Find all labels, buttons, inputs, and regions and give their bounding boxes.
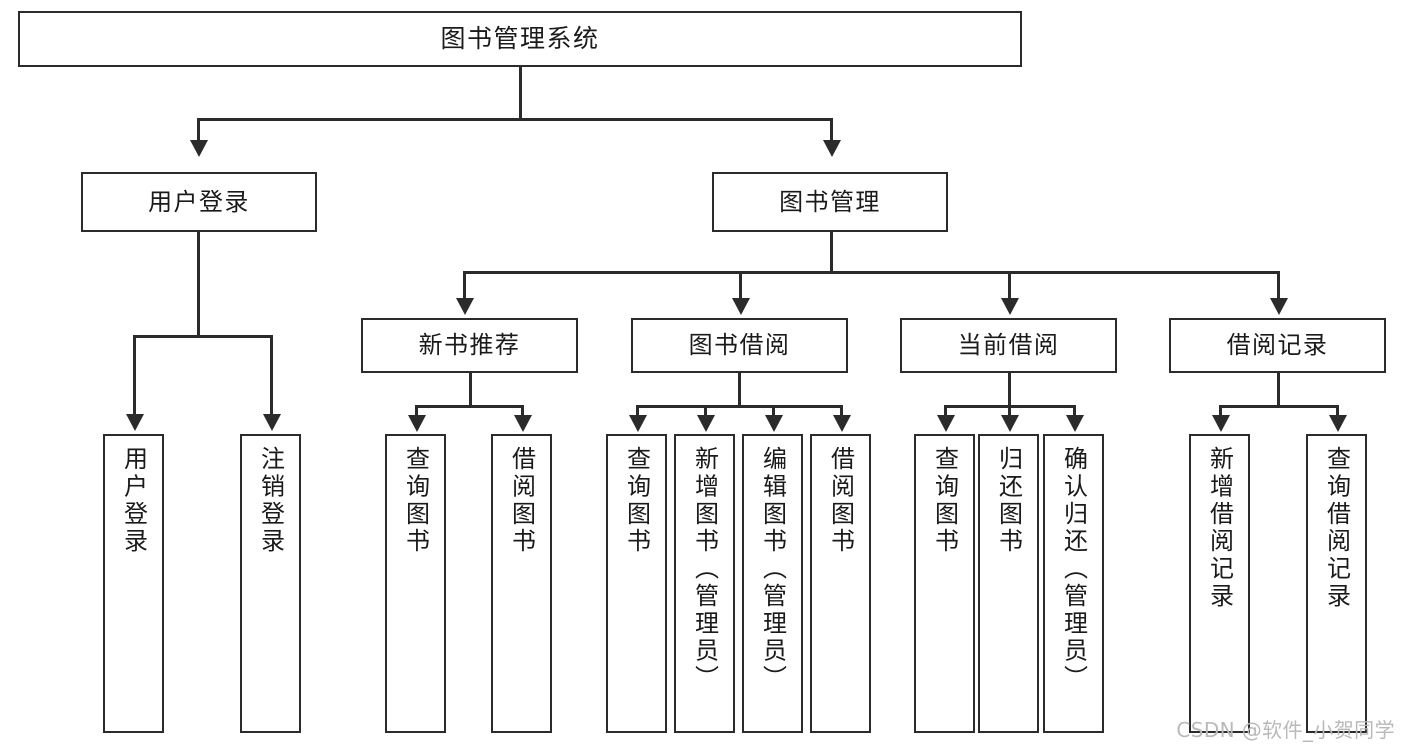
arrowhead-book-borrow-to-leaf-2 — [697, 415, 715, 432]
node-leaf-add-book-label: 新增图书（管理员） — [690, 446, 719, 693]
connector-user-login-stem — [197, 232, 200, 335]
node-current-borrow-label: 当前借阅 — [957, 331, 1060, 360]
node-leaf-borrow-book-1-label: 借阅图书 — [507, 446, 536, 556]
node-leaf-edit-book[interactable]: 编辑图书（管理员） — [742, 434, 803, 733]
node-new-book-rec-label: 新书推荐 — [418, 331, 521, 360]
node-leaf-confirm-return[interactable]: 确认归还（管理员） — [1043, 434, 1104, 733]
arrowhead-new-book-rec-to-leaf-2 — [514, 415, 532, 432]
connector-user-login-to-leaf-1 — [133, 335, 136, 417]
connector-new-book-rec-to-leaf-2 — [521, 405, 524, 420]
connector-root-stem — [519, 67, 522, 118]
connector-new-book-rec-stem — [469, 373, 472, 405]
connector-current-borrow-stem — [1008, 373, 1011, 405]
node-borrow-record-label: 借阅记录 — [1226, 331, 1329, 360]
node-leaf-add-record[interactable]: 新增借阅记录 — [1189, 434, 1250, 733]
arrowhead-book-manage-to-new-book-rec — [456, 298, 474, 315]
node-leaf-query-book-1-label: 查询图书 — [401, 446, 430, 556]
arrowhead-borrow-record-to-leaf-1 — [1212, 415, 1230, 432]
connector-new-book-rec-to-leaf-1 — [415, 405, 418, 420]
arrowhead-book-borrow-to-leaf-1 — [629, 415, 647, 432]
node-leaf-add-book[interactable]: 新增图书（管理员） — [674, 434, 735, 733]
node-leaf-query-record[interactable]: 查询借阅记录 — [1306, 434, 1367, 733]
connector-book-manage-bus — [463, 271, 1277, 274]
connector-book-borrow-to-leaf-1 — [636, 405, 639, 420]
node-leaf-query-book-2[interactable]: 查询图书 — [606, 434, 667, 733]
connector-book-borrow-to-leaf-2 — [704, 405, 707, 420]
arrowhead-book-manage-to-current-borrow — [1001, 298, 1019, 315]
node-borrow-record[interactable]: 借阅记录 — [1169, 318, 1386, 373]
arrowhead-book-borrow-to-leaf-4 — [833, 415, 851, 432]
node-leaf-return-book-label: 归还图书 — [994, 446, 1023, 556]
connector-current-borrow-to-leaf-2 — [1008, 405, 1011, 420]
node-book-borrow-label: 图书借阅 — [688, 331, 791, 360]
connector-book-borrow-stem — [738, 373, 741, 405]
arrowhead-root-to-book-manage — [823, 140, 841, 157]
connector-book-borrow-to-leaf-4 — [840, 405, 843, 420]
arrowhead-current-borrow-to-leaf-3 — [1066, 415, 1084, 432]
arrowhead-book-manage-to-book-borrow — [732, 298, 750, 315]
node-leaf-borrow-book-1[interactable]: 借阅图书 — [491, 434, 552, 733]
watermark-text: CSDN @软件_小贺同学 — [1176, 718, 1395, 742]
arrowhead-current-borrow-to-leaf-1 — [937, 415, 955, 432]
connector-current-borrow-to-leaf-3 — [1073, 405, 1076, 420]
arrowhead-current-borrow-to-leaf-2 — [1001, 415, 1019, 432]
node-user-login[interactable]: 用户登录 — [81, 172, 317, 232]
connector-new-book-rec-bus — [415, 405, 524, 408]
node-leaf-user-login-label: 用户登录 — [119, 446, 148, 556]
connector-book-borrow-bus — [636, 405, 843, 408]
node-leaf-borrow-book-2[interactable]: 借阅图书 — [810, 434, 871, 733]
node-leaf-query-book-3[interactable]: 查询图书 — [914, 434, 975, 733]
node-leaf-query-book-1[interactable]: 查询图书 — [385, 434, 446, 733]
connector-borrow-record-to-leaf-2 — [1336, 405, 1339, 420]
node-leaf-borrow-book-2-label: 借阅图书 — [826, 446, 855, 556]
node-leaf-return-book[interactable]: 归还图书 — [978, 434, 1039, 733]
connector-root-to-book-manage — [830, 118, 833, 143]
node-leaf-confirm-return-label: 确认归还（管理员） — [1059, 446, 1088, 693]
arrowhead-root-to-user-login — [190, 140, 208, 157]
connector-borrow-record-to-leaf-1 — [1219, 405, 1222, 420]
arrowhead-user-login-to-leaf-2 — [263, 414, 281, 431]
arrowhead-book-borrow-to-leaf-3 — [765, 415, 783, 432]
connector-book-manage-to-new-book-rec — [463, 271, 466, 300]
node-current-borrow[interactable]: 当前借阅 — [900, 318, 1117, 373]
arrowhead-book-manage-to-borrow-record — [1270, 298, 1288, 315]
node-book-manage[interactable]: 图书管理 — [712, 172, 948, 232]
connector-user-login-bus — [133, 335, 273, 338]
arrowhead-user-login-to-leaf-1 — [126, 414, 144, 431]
connector-borrow-record-stem — [1277, 373, 1280, 405]
node-book-borrow[interactable]: 图书借阅 — [631, 318, 848, 373]
node-root-system-label: 图书管理系统 — [440, 24, 600, 53]
node-leaf-query-book-3-label: 查询图书 — [930, 446, 959, 556]
node-leaf-user-logout-label: 注销登录 — [256, 446, 285, 556]
node-book-manage-label: 图书管理 — [779, 187, 881, 216]
node-new-book-rec[interactable]: 新书推荐 — [361, 318, 578, 373]
node-user-login-label: 用户登录 — [148, 187, 250, 216]
connector-user-login-to-leaf-2 — [270, 335, 273, 417]
node-leaf-add-record-label: 新增借阅记录 — [1205, 446, 1234, 611]
connector-root-bus — [197, 118, 833, 121]
connector-book-manage-to-book-borrow — [739, 271, 742, 300]
connector-borrow-record-bus — [1219, 405, 1336, 408]
connector-book-manage-to-borrow-record — [1277, 271, 1280, 300]
connector-book-manage-stem — [830, 232, 833, 271]
connector-current-borrow-to-leaf-1 — [944, 405, 947, 420]
connector-root-to-user-login — [197, 118, 200, 143]
arrowhead-new-book-rec-to-leaf-1 — [408, 415, 426, 432]
node-leaf-user-login[interactable]: 用户登录 — [103, 434, 164, 733]
arrowhead-borrow-record-to-leaf-2 — [1329, 415, 1347, 432]
node-leaf-query-book-2-label: 查询图书 — [622, 446, 651, 556]
node-leaf-edit-book-label: 编辑图书（管理员） — [758, 446, 787, 693]
node-leaf-user-logout[interactable]: 注销登录 — [240, 434, 301, 733]
node-root-system[interactable]: 图书管理系统 — [18, 11, 1022, 67]
connector-book-manage-to-current-borrow — [1008, 271, 1011, 300]
node-leaf-query-record-label: 查询借阅记录 — [1322, 446, 1351, 611]
connector-book-borrow-to-leaf-3 — [772, 405, 775, 420]
